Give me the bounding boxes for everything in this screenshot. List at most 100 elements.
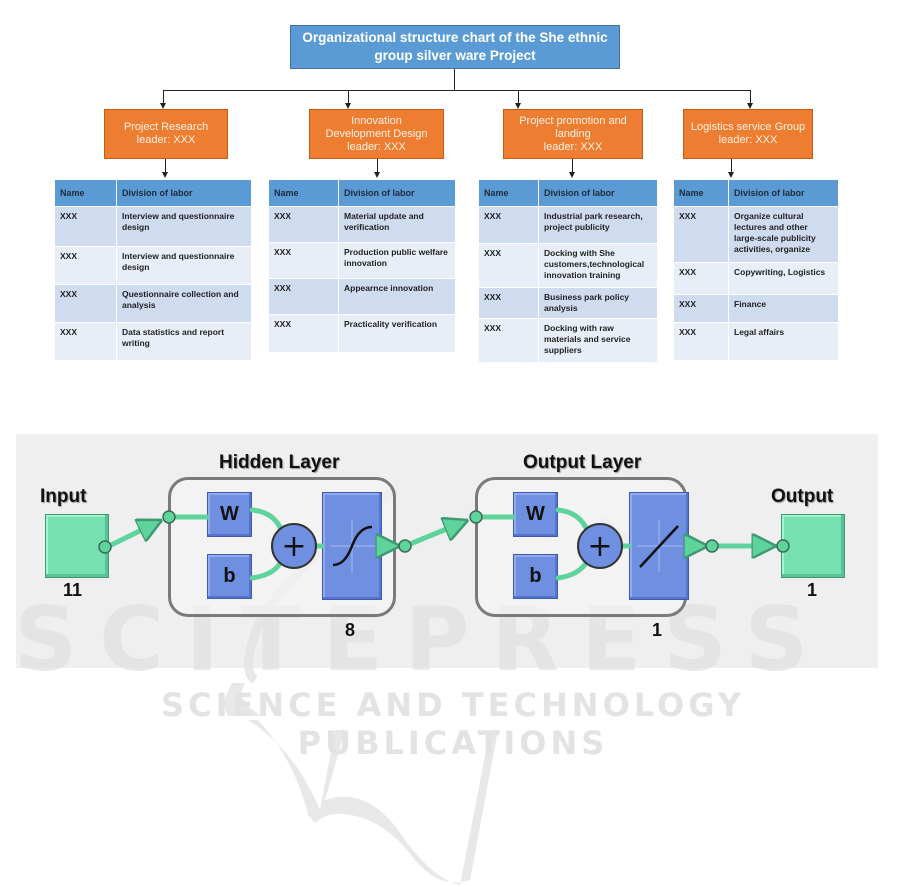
- table-drop-line-1: [165, 159, 166, 173]
- cell-name: XXX: [673, 262, 729, 295]
- group-name: Innovation Development Design leader: XX…: [325, 114, 428, 153]
- cell-name: XXX: [478, 287, 539, 319]
- org-chart-title-text: Organizational structure chart of the Sh…: [302, 30, 608, 63]
- hidden-bias-block: b: [207, 554, 252, 599]
- weight-symbol: W: [220, 503, 239, 525]
- sigmoid-icon: [332, 525, 373, 567]
- cell-division: Industrial park research, project public…: [538, 206, 658, 244]
- group-name: Project promotion and landing leader: XX…: [519, 114, 627, 153]
- cell-division: Legal affairs: [728, 322, 839, 361]
- cell-name: XXX: [268, 242, 339, 279]
- cell-division: Copywriting, Logistics: [728, 262, 839, 295]
- table-drop-line-3: [572, 159, 573, 173]
- cell-division: Practicality verification: [338, 314, 456, 353]
- bias-symbol: b: [223, 565, 236, 587]
- branch-arrow-1: [160, 103, 166, 109]
- input-label: Input: [40, 486, 87, 507]
- out-bias-to-sum-wire: [555, 557, 591, 581]
- org-chart-title: Organizational structure chart of the Sh…: [290, 25, 620, 69]
- cell-name: XXX: [54, 246, 117, 285]
- cell-name: XXX: [673, 322, 729, 361]
- table-header-row: Name Division of labor: [268, 179, 456, 207]
- hidden-sum-node: [271, 523, 317, 569]
- header-division: Division of labor: [338, 179, 456, 207]
- group-box-logistics-service: Logistics service Group leader: XXX: [683, 109, 813, 159]
- table-arrow-3: [569, 172, 575, 178]
- cell-name: XXX: [478, 206, 539, 244]
- header-name: Name: [673, 179, 729, 207]
- header-name: Name: [478, 179, 539, 207]
- header-division: Division of labor: [116, 179, 252, 207]
- output-label: Output: [771, 486, 834, 507]
- table-drop-line-4: [731, 159, 732, 173]
- output-sum-node: [577, 523, 623, 569]
- cell-division: Production public welfare innovation: [338, 242, 456, 279]
- cell-division: Docking with She customers,technological…: [538, 243, 658, 288]
- watermark-text: SCIENCE AND TECHNOLOGY PUBLICATIONS: [161, 686, 745, 762]
- cell-division: Interview and questionnaire design: [116, 246, 252, 285]
- neural-network-panel: [16, 434, 878, 668]
- group-box-project-research: Project Research leader: XXX: [104, 109, 228, 159]
- table-header-row: Name Division of labor: [478, 179, 658, 207]
- out-weight-to-sum-wire: [555, 507, 591, 535]
- cell-name: XXX: [54, 284, 117, 323]
- branch-arrow-2: [345, 103, 351, 109]
- output-bias-block: b: [513, 554, 558, 599]
- header-division: Division of labor: [538, 179, 658, 207]
- cell-name: XXX: [478, 318, 539, 363]
- header-name: Name: [268, 179, 339, 207]
- input-port-dot: [98, 540, 112, 554]
- cell-division: Interview and questionnaire design: [116, 206, 252, 247]
- cell-name: XXX: [268, 278, 339, 315]
- table-arrow-4: [728, 172, 734, 178]
- table-drop-line-2: [377, 159, 378, 173]
- branch-arrow-4: [747, 103, 753, 109]
- output-layer-in-port-dot: [469, 510, 483, 524]
- watermark-stroke: [224, 683, 262, 716]
- table-header-row: Name Division of labor: [54, 179, 252, 207]
- input-to-hidden-wire: [104, 521, 160, 550]
- hidden-layer-size: 8: [345, 620, 356, 640]
- branch-drop-line-4: [750, 90, 751, 104]
- hidden-out-port-dot: [398, 539, 412, 553]
- bias-symbol: b: [529, 565, 542, 587]
- cell-division: Data statistics and report writing: [116, 322, 252, 361]
- output-layer-label: Output Layer: [523, 452, 642, 473]
- cell-division: Appearnce innovation: [338, 278, 456, 315]
- branch-drop-line-1: [163, 90, 164, 104]
- cell-division: Docking with raw materials and service s…: [538, 318, 658, 363]
- branch-arrow-3: [515, 103, 521, 109]
- group-name: Logistics service Group leader: XXX: [690, 121, 806, 146]
- cell-division: Business park policy analysis: [538, 287, 658, 319]
- output-port-dot: [776, 539, 790, 553]
- branch-horizontal-line: [163, 90, 751, 91]
- output-weight-block: W: [513, 492, 558, 537]
- weight-symbol: W: [526, 503, 545, 525]
- hidden-weight-block: W: [207, 492, 252, 537]
- cell-division: Organize cultural lectures and other lar…: [728, 206, 839, 263]
- cell-name: XXX: [478, 243, 539, 288]
- title-stem-line: [454, 69, 455, 90]
- group-box-promotion-landing: Project promotion and landing leader: XX…: [503, 109, 643, 159]
- cell-name: XXX: [673, 206, 729, 263]
- output-sum-symbol: +: [587, 529, 612, 564]
- table-arrow-2: [374, 172, 380, 178]
- hidden-layer-label: Hidden Layer: [219, 452, 340, 473]
- hidden-sum-symbol: +: [281, 529, 306, 564]
- header-division: Division of labor: [728, 179, 839, 207]
